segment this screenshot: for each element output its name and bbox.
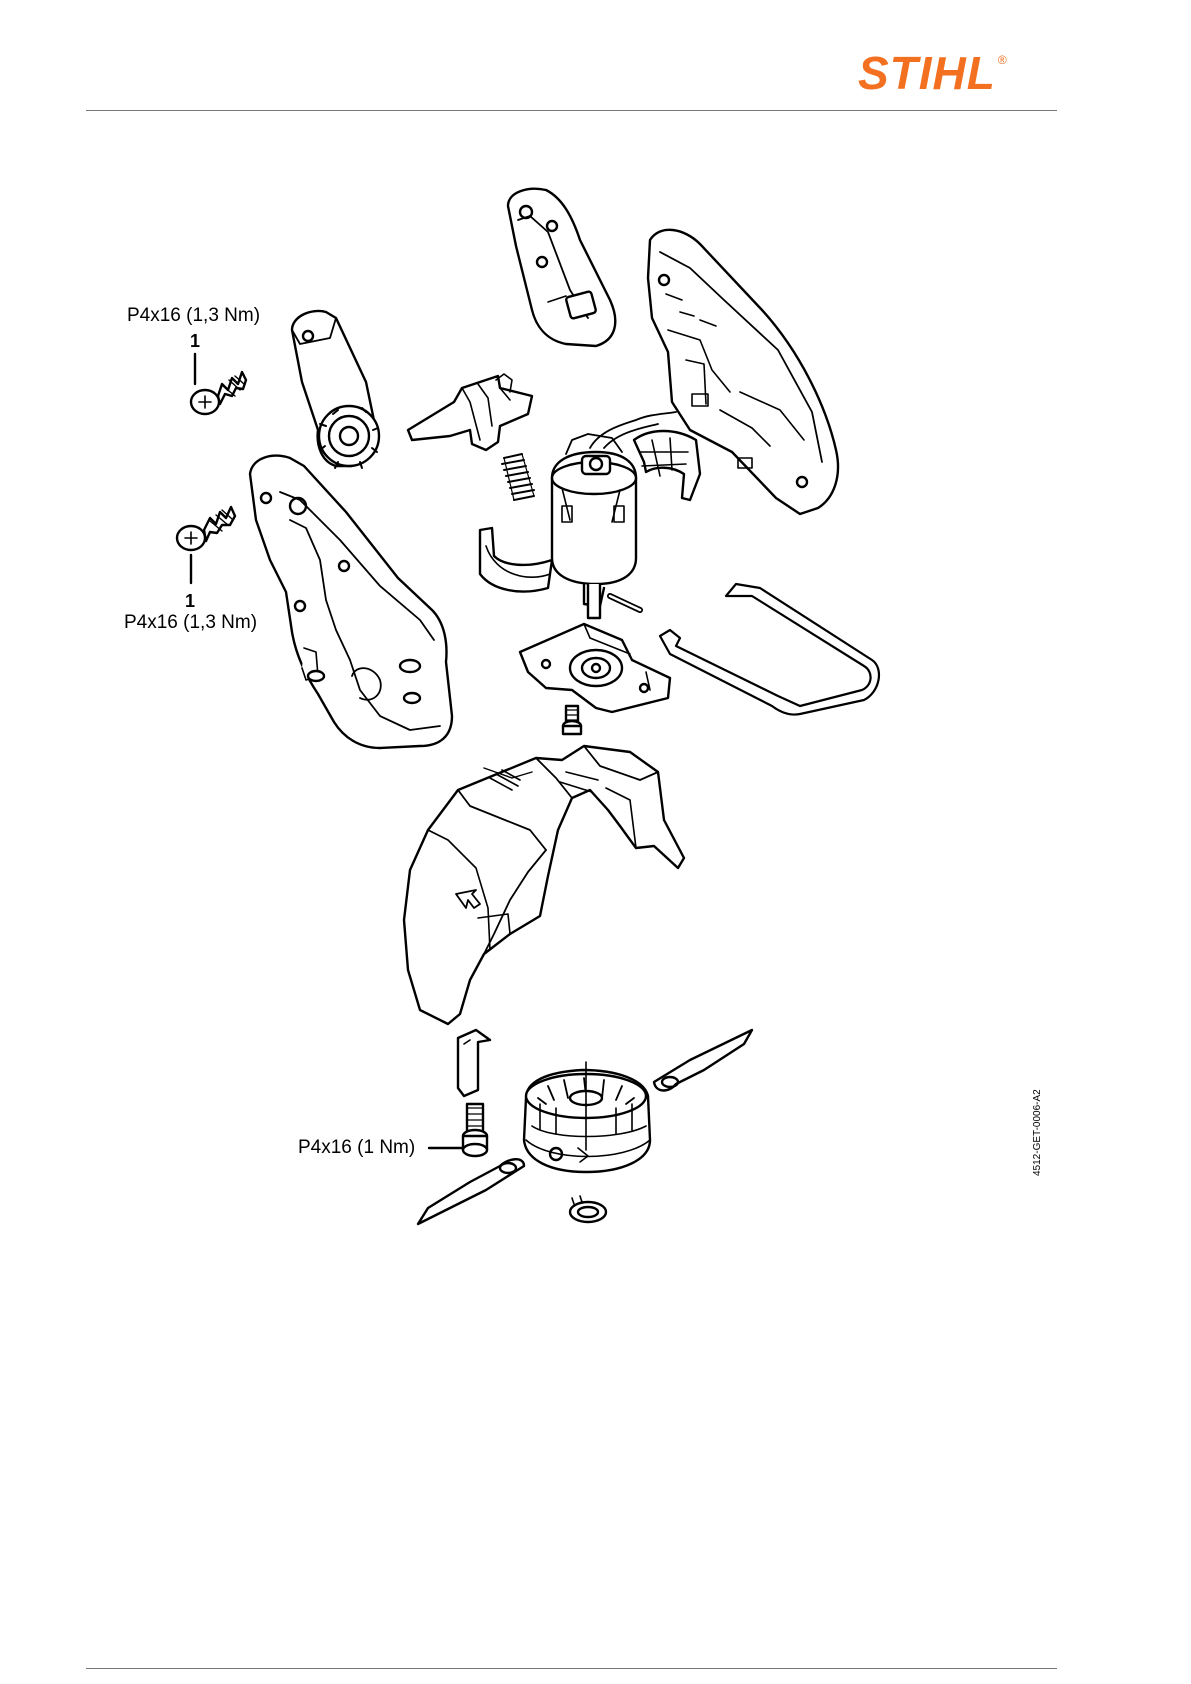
retaining-ring [570, 1196, 606, 1222]
handle-top [508, 189, 615, 346]
wire-stirrup [660, 584, 879, 715]
screw-middle [177, 507, 235, 550]
motor-base-plate [520, 624, 670, 712]
cutting-blade-left [418, 1159, 524, 1224]
half-ring-clip [480, 528, 552, 592]
screw-base [563, 706, 581, 734]
brush-holder [634, 431, 700, 500]
spring [502, 454, 534, 500]
switch-lever [408, 374, 532, 450]
mounting-bracket [458, 1030, 490, 1096]
cutting-blade-right [654, 1030, 752, 1091]
screw-top [191, 372, 246, 414]
grass-deflector-guard [404, 746, 684, 1024]
handle-cover-left [292, 311, 379, 468]
housing-shell-left [250, 456, 452, 748]
screw-bottom [463, 1104, 487, 1156]
blade-carrier [524, 1062, 650, 1172]
